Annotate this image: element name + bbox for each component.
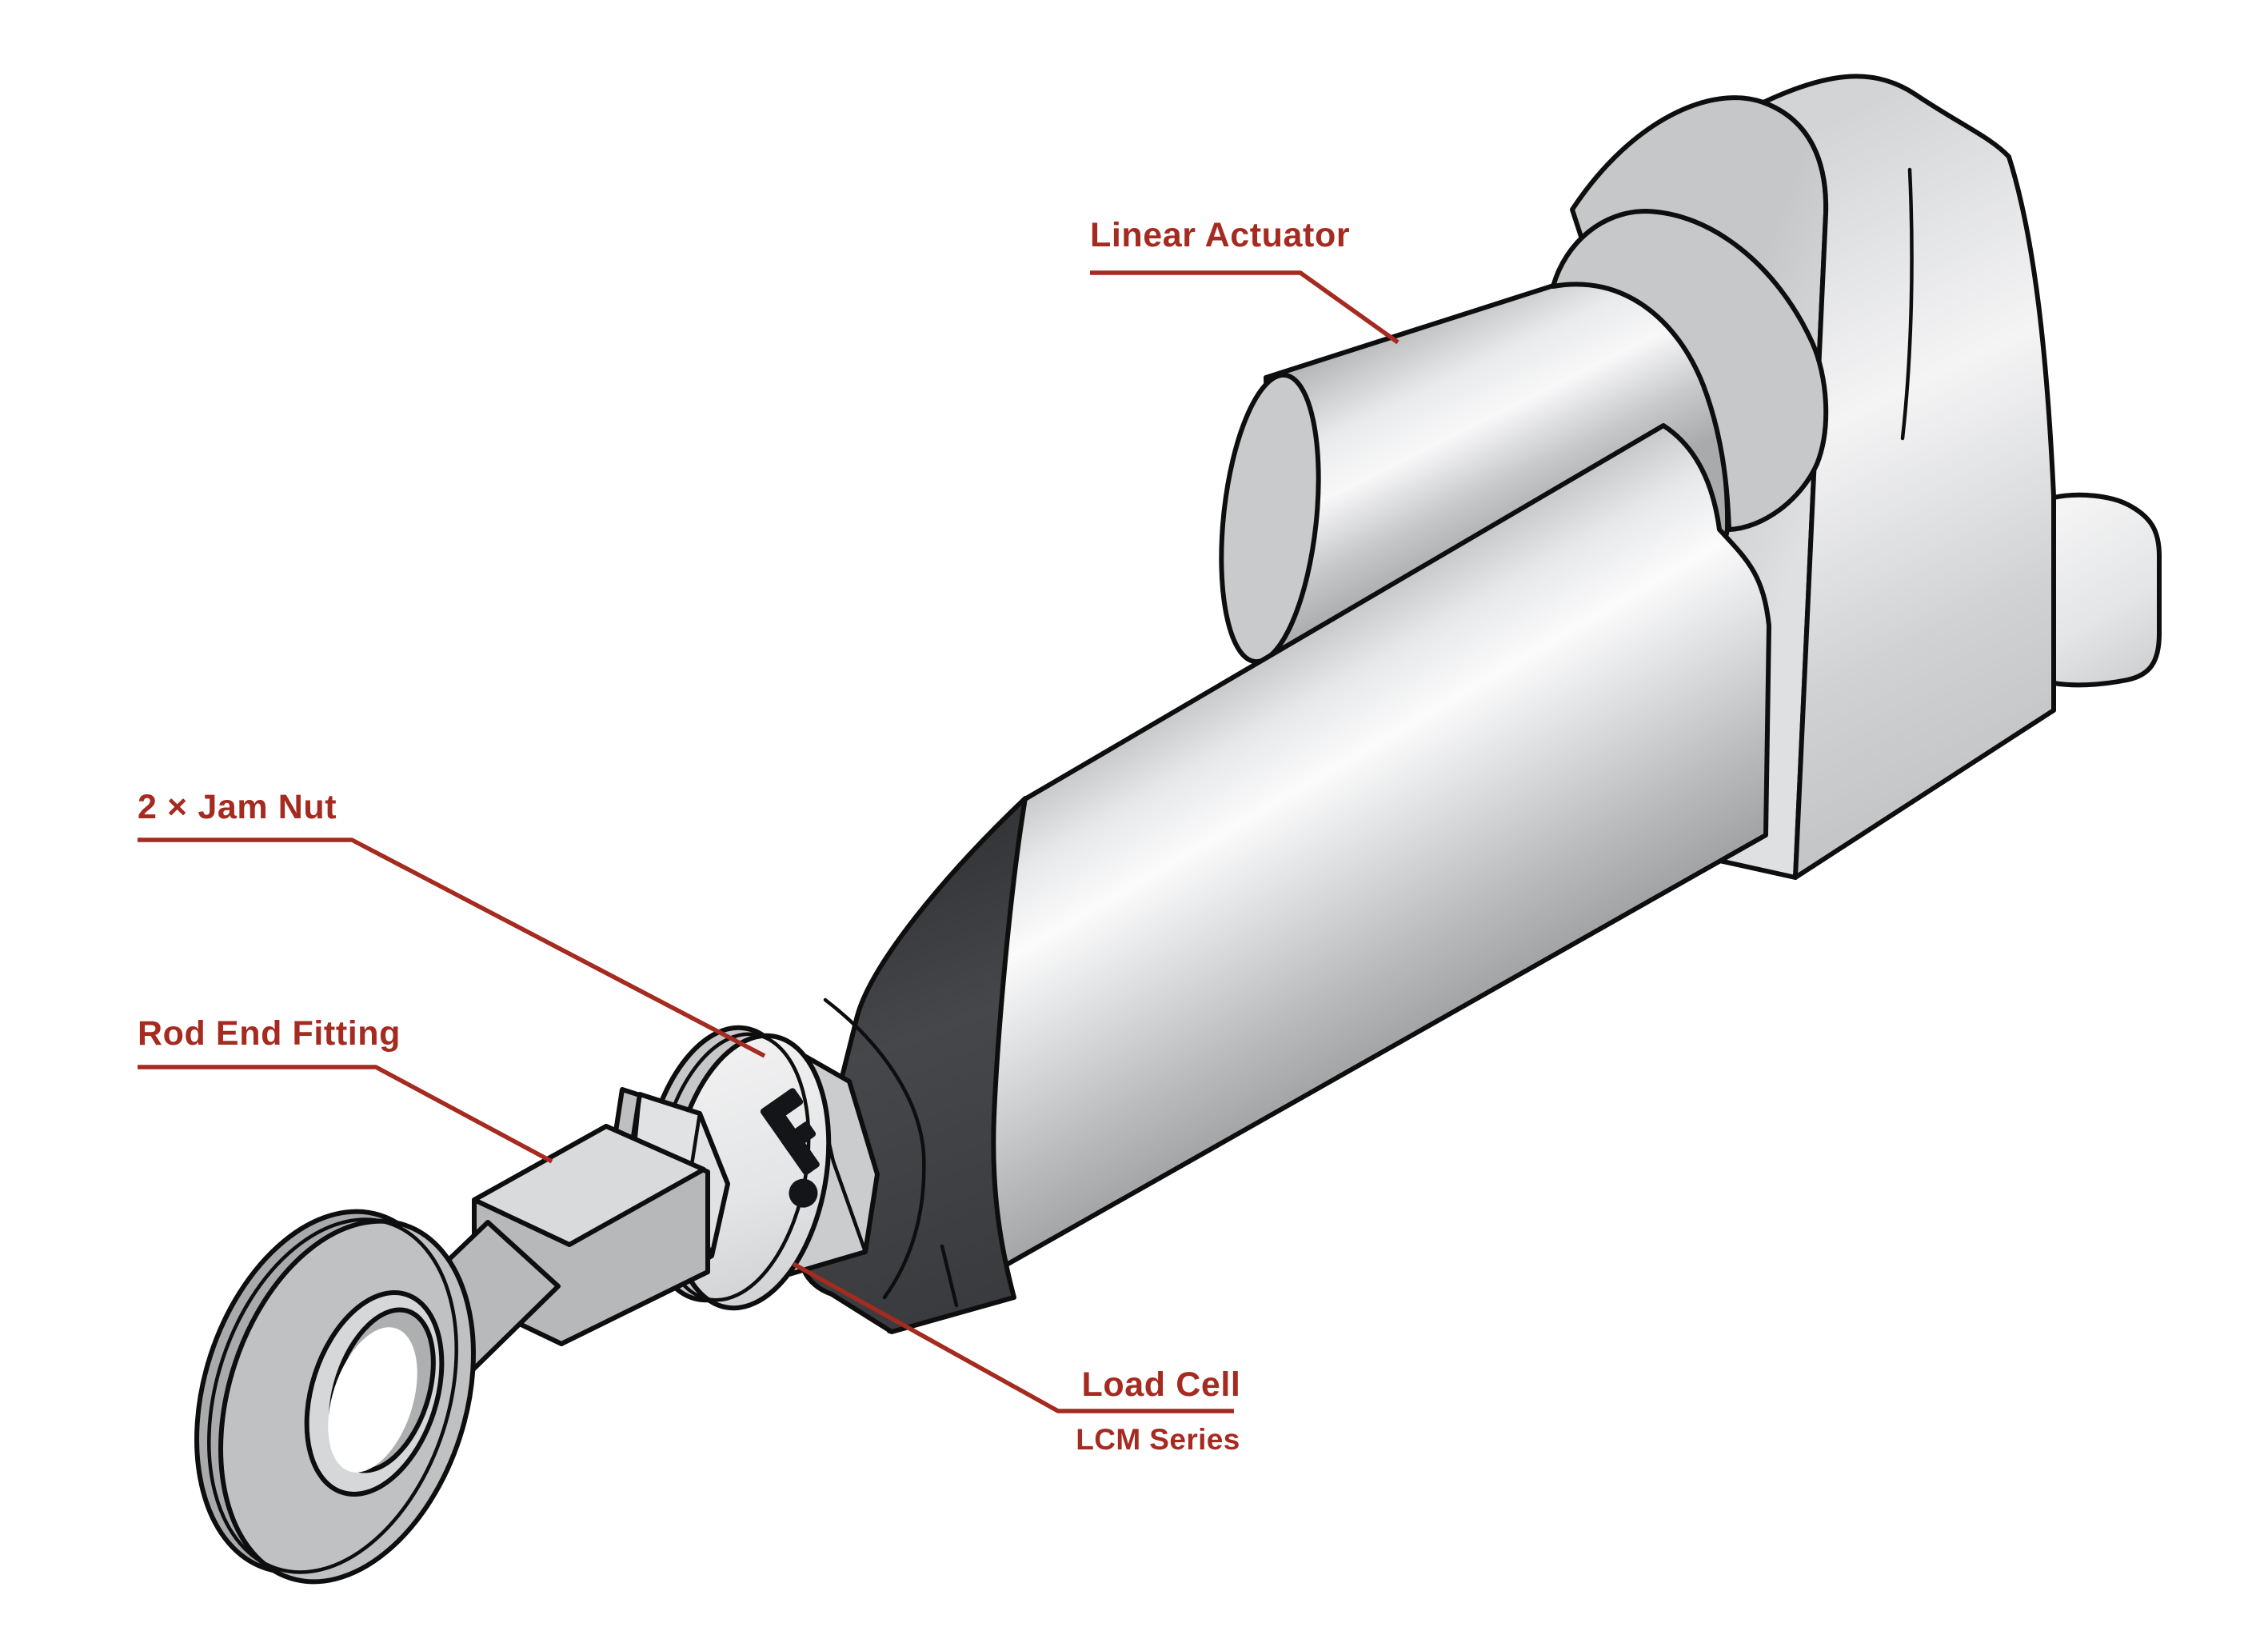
lcm-series-label: LCM Series bbox=[1076, 1423, 1240, 1456]
load-cell-leader-line bbox=[792, 1261, 1234, 1413]
mounting-foot-tab bbox=[2051, 492, 2162, 688]
motor-collar bbox=[1551, 209, 1829, 532]
jam-nut-leader-line bbox=[138, 837, 766, 1058]
rod-end-ring-rim-line bbox=[207, 1217, 458, 1574]
bracket-side-face bbox=[1761, 74, 2056, 880]
housing-panel-edge bbox=[823, 997, 926, 1300]
linear-actuator-label: Linear Actuator bbox=[1090, 216, 1350, 254]
rod-square-top-face bbox=[472, 1124, 706, 1247]
linear-actuator-leader-line bbox=[1090, 270, 1400, 345]
futek-logo-icon bbox=[760, 1088, 820, 1208]
jam-nut-label: 2 × Jam Nut bbox=[138, 788, 337, 826]
rod-end-fitting-label: Rod End Fitting bbox=[138, 1014, 401, 1053]
ring-bore-highlight bbox=[328, 1327, 417, 1473]
bracket-top-seam-edge bbox=[1900, 167, 1914, 441]
load-cell-label: Load Cell bbox=[1082, 1365, 1241, 1404]
rod-end-fitting-leader-line bbox=[138, 1065, 553, 1164]
motor-end-cap bbox=[1219, 372, 1321, 665]
housing-corner-edge bbox=[940, 1244, 959, 1308]
